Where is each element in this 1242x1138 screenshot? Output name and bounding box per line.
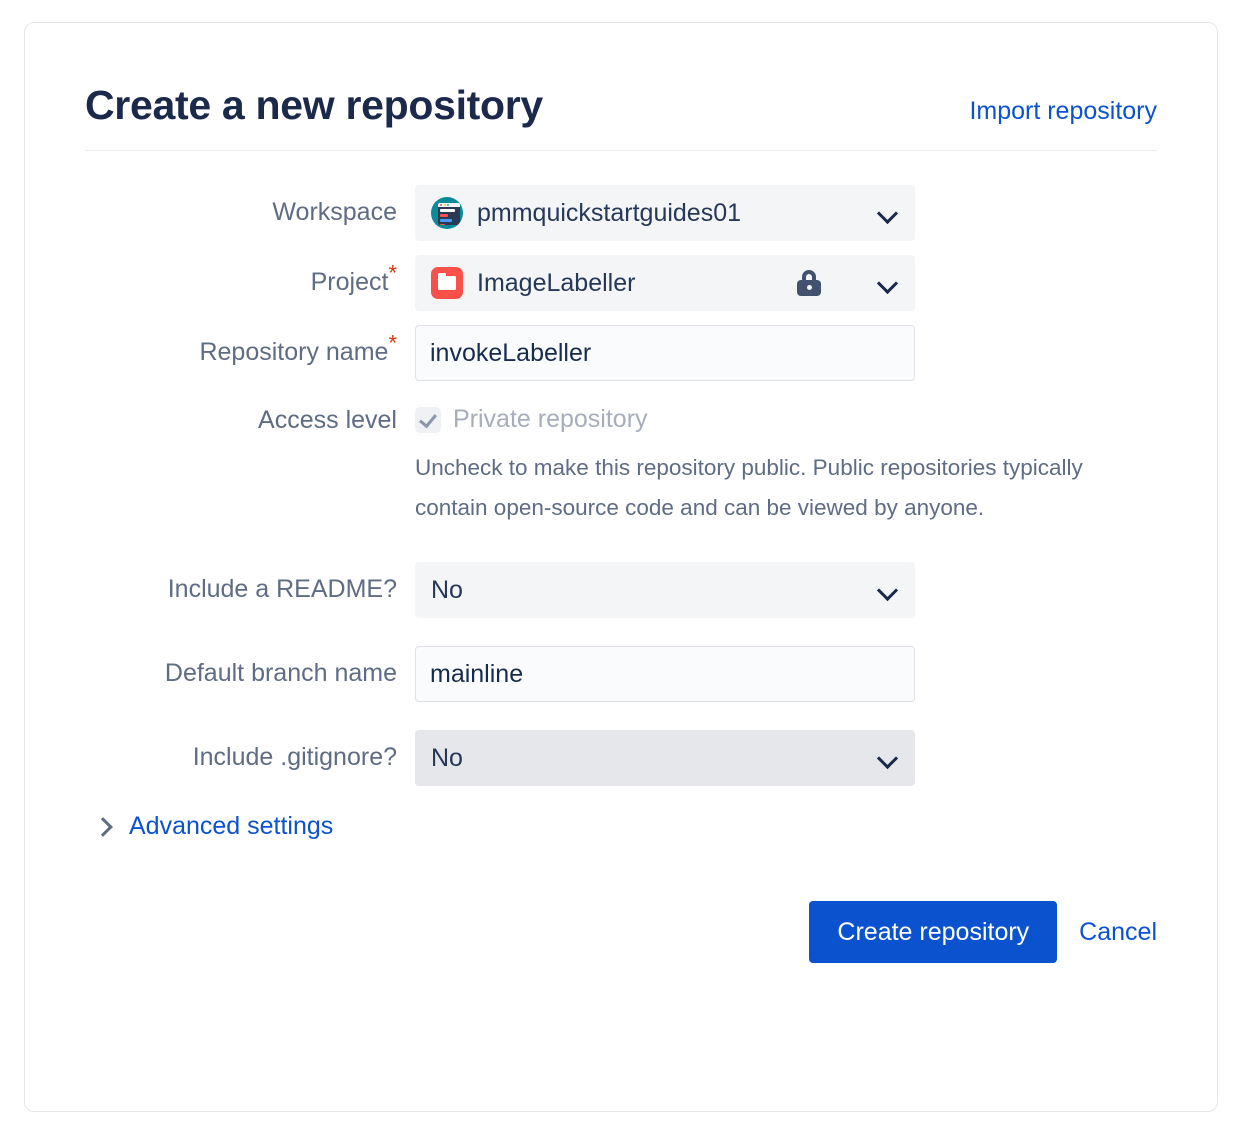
advanced-settings-toggle[interactable]: Advanced settings — [83, 812, 333, 841]
project-required-marker: * — [388, 260, 397, 286]
chevron-down-icon — [877, 747, 899, 769]
repository-name-input[interactable] — [415, 325, 915, 382]
lock-icon — [797, 270, 821, 297]
default-branch-name-row: Default branch name — [85, 646, 1157, 703]
workspace-label: Workspace — [272, 198, 397, 227]
workspace-avatar-icon — [431, 197, 463, 230]
import-repository-link[interactable]: Import repository — [969, 97, 1157, 125]
workspace-row: Workspace — [85, 185, 1157, 242]
chevron-down-icon — [877, 202, 899, 224]
include-readme-row: Include a README? No — [85, 562, 1157, 619]
check-icon — [419, 409, 437, 428]
default-branch-name-label: Default branch name — [164, 659, 397, 688]
create-repository-button[interactable]: Create repository — [809, 901, 1058, 964]
private-repository-label: Private repository — [453, 405, 648, 434]
create-repository-form: Workspace — [83, 185, 1157, 964]
page-title: Create a new repository — [85, 82, 543, 128]
include-gitignore-select[interactable]: No — [415, 730, 915, 787]
advanced-settings-label: Advanced settings — [129, 812, 334, 841]
project-select[interactable]: ImageLabeller — [415, 255, 915, 312]
include-readme-select[interactable]: No — [415, 562, 915, 619]
repository-name-row: Repository name* — [85, 325, 1157, 382]
project-label: Project* — [310, 260, 397, 297]
repository-name-required-marker: * — [388, 330, 397, 356]
workspace-value: pmmquickstartguides01 — [477, 198, 742, 227]
cancel-button[interactable]: Cancel — [1079, 917, 1157, 946]
workspace-select[interactable]: pmmquickstartguides01 — [415, 185, 915, 242]
private-repository-checkbox[interactable] — [415, 406, 441, 433]
include-readme-label: Include a README? — [167, 575, 397, 604]
include-gitignore-label: Include .gitignore? — [192, 743, 397, 772]
create-repository-card: Create a new repository Import repositor… — [24, 22, 1218, 1112]
repository-name-label: Repository name* — [199, 330, 397, 367]
chevron-right-icon — [95, 818, 113, 836]
include-gitignore-row: Include .gitignore? No — [85, 730, 1157, 787]
chevron-down-icon — [877, 272, 899, 294]
form-actions: Create repository Cancel — [85, 901, 1157, 964]
project-value: ImageLabeller — [477, 268, 636, 297]
access-level-help-text: Uncheck to make this repository public. … — [415, 455, 1083, 521]
default-branch-name-input[interactable] — [415, 646, 915, 703]
include-readme-value: No — [431, 575, 463, 604]
card-header: Create a new repository Import repositor… — [85, 82, 1157, 152]
access-level-row: Access level Private repository Uncheck … — [85, 395, 1157, 528]
chevron-down-icon — [877, 579, 899, 601]
include-gitignore-value: No — [431, 743, 463, 772]
folder-icon — [431, 267, 463, 300]
access-level-label: Access level — [258, 406, 397, 435]
project-row: Project* ImageLabeller — [85, 255, 1157, 312]
